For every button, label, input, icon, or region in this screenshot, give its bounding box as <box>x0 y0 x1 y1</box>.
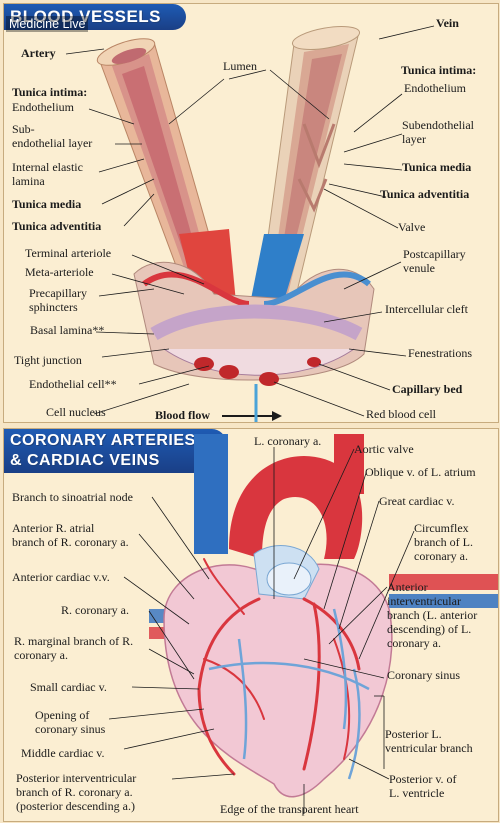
label-ant-interventricular-5: coronary a. <box>387 636 441 650</box>
label-r-marginal-2: coronary a. <box>14 648 68 662</box>
aortic-arch <box>229 455 363 559</box>
coronary-leader-lines <box>108 447 415 814</box>
label-postcapillary-1: Postcapillary <box>403 247 466 261</box>
label-posterior-v-2: L. ventricle <box>389 786 445 800</box>
label-l-coronary: L. coronary a. <box>254 434 322 448</box>
label-precapillary-1: Precapillary <box>29 286 87 300</box>
label-tunica-adventitia-right: Tunica adventitia <box>380 187 470 201</box>
label-internal-elastic-1: Internal elastic <box>12 160 83 174</box>
label-posterior-l-vent-1: Posterior L. <box>385 727 442 741</box>
label-edge-transparent: Edge of the transparent heart <box>220 802 359 816</box>
label-opening-sinus-2: coronary sinus <box>35 722 106 736</box>
label-aortic-valve: Aortic valve <box>354 442 414 456</box>
label-ant-interventricular-2: interventricular <box>387 594 461 608</box>
label-r-marginal-1: R. marginal branch of R. <box>14 634 134 648</box>
label-blood-flow: Blood flow <box>155 408 211 422</box>
capillary-bed-illustration <box>133 261 375 386</box>
label-oblique-v: Oblique v. of L. atrium <box>365 465 476 479</box>
label-subendothelial-left-1: Sub- <box>12 122 35 136</box>
label-ant-cardiac-vv: Anterior cardiac v.v. <box>12 570 110 584</box>
coronary-title-line-2: & CARDIAC VEINS <box>10 452 160 469</box>
label-tunica-intima-left: Tunica intima: <box>12 85 88 99</box>
label-endothelium-right: Endothelium <box>404 81 466 95</box>
heart-illustration <box>108 434 498 814</box>
label-circumflex-2: branch of L. <box>414 535 473 549</box>
coronary-panel: CORONARY ARTERIES & CARDIAC VEINS <box>3 428 499 822</box>
label-subendothelial-left-2: endothelial layer <box>12 136 93 150</box>
blood-vessels-panel: BLOOD VESSELS <box>3 3 499 423</box>
label-meta-arteriole: Meta-arteriole <box>25 265 94 279</box>
blood-flow-arrow <box>222 384 282 422</box>
label-tunica-adventitia-left: Tunica adventitia <box>12 219 102 233</box>
leader-lines <box>65 25 435 417</box>
label-subendothelial-right-1: Subendothelial <box>402 118 474 132</box>
label-tunica-intima-right: Tunica intima: <box>401 63 477 77</box>
label-intercellular-cleft: Intercellular cleft <box>385 302 468 316</box>
label-subendothelial-right-2: layer <box>402 132 426 146</box>
label-artery: Artery <box>21 46 56 60</box>
blood-vessels-illustration <box>65 25 435 422</box>
coronary-arteries <box>197 558 361 776</box>
label-coronary-sinus: Coronary sinus <box>387 668 460 682</box>
label-capillary-bed: Capillary bed <box>392 382 463 396</box>
label-endothelial-cell: Endothelial cell** <box>29 377 117 391</box>
coronary-title-bg <box>4 429 226 473</box>
label-great-cardiac: Great cardiac v. <box>379 494 455 508</box>
label-post-interventricular-1: Posterior interventricular <box>16 771 137 785</box>
label-small-cardiac: Small cardiac v. <box>30 680 107 694</box>
watermark: Medicine Live <box>6 16 89 32</box>
label-basal-lamina: Basal lamina** <box>30 323 105 337</box>
label-r-coronary: R. coronary a. <box>61 603 129 617</box>
label-terminal-arteriole: Terminal arteriole <box>25 246 112 260</box>
label-ant-interventricular-3: branch (L. anterior <box>387 608 478 622</box>
blood-vessels-title-bg <box>4 4 186 30</box>
label-posterior-v-1: Posterior v. of <box>389 772 457 786</box>
label-vein: Vein <box>436 16 459 30</box>
label-fenestrations: Fenestrations <box>408 346 472 360</box>
label-tunica-media-right: Tunica media <box>402 160 472 174</box>
label-branch-sinoatrial: Branch to sinoatrial node <box>12 490 133 504</box>
label-circumflex-1: Circumflex <box>414 521 469 535</box>
aortic-valve-ring <box>266 562 312 596</box>
label-ant-interventricular-1: Anterior <box>387 580 428 594</box>
label-opening-sinus-1: Opening of <box>35 708 90 722</box>
label-ant-r-atrial-2: branch of R. coronary a. <box>12 535 129 549</box>
blood-vessels-title: BLOOD VESSELS <box>10 7 162 26</box>
label-post-interventricular-2: branch of R. coronary a. <box>16 785 133 799</box>
label-lumen: Lumen <box>223 59 257 73</box>
pulmonary-vein-right <box>389 594 498 608</box>
label-precapillary-2: sphincters <box>29 300 78 314</box>
label-ant-r-atrial-1: Anterior R. atrial <box>12 521 95 535</box>
aorta-branch <box>334 434 364 494</box>
label-ant-interventricular-4: descending) of L. <box>387 622 472 636</box>
label-postcapillary-2: venule <box>403 261 435 275</box>
label-endothelium-left: Endothelium <box>12 100 74 114</box>
label-tunica-media-left: Tunica media <box>12 197 82 211</box>
label-red-blood-cell: Red blood cell <box>366 407 436 421</box>
coronary-title-line-1: CORONARY ARTERIES <box>10 432 196 449</box>
superior-vena-cava <box>194 434 228 554</box>
label-valve: Valve <box>398 220 426 234</box>
label-circumflex-3: coronary a. <box>414 549 468 563</box>
label-internal-elastic-2: lamina <box>12 174 45 188</box>
label-post-interventricular-3: (posterior descending a.) <box>16 799 135 813</box>
label-tight-junction: Tight junction <box>14 353 82 367</box>
label-posterior-l-vent-2: ventricular branch <box>385 741 473 755</box>
label-middle-cardiac: Middle cardiac v. <box>21 746 105 760</box>
pulmonary-artery-right <box>389 574 498 590</box>
label-cell-nucleus: Cell nucleus <box>46 405 106 419</box>
